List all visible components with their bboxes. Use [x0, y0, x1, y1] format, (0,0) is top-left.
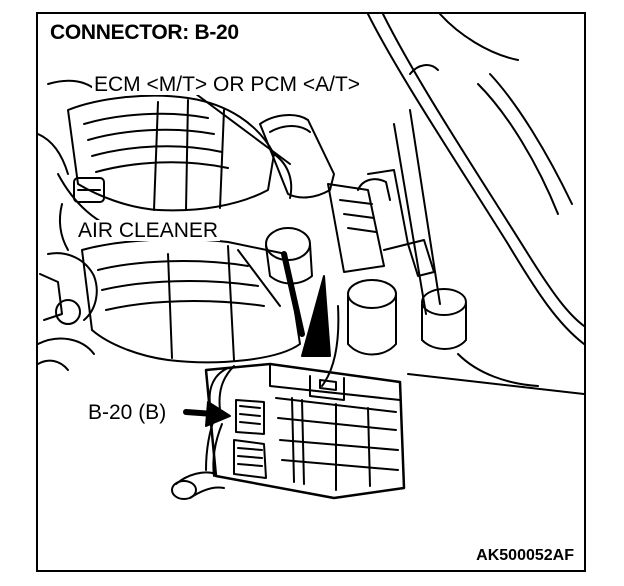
air-cleaner-leader-line: [237, 249, 281, 307]
connector-b20-label: B-20 (B): [88, 401, 167, 424]
connector-title: CONNECTOR: B-20: [50, 21, 239, 44]
figure-code: AK500052AF: [476, 547, 574, 564]
callout-arrow: [301, 275, 331, 357]
air-cleaner-label: AIR CLEANER: [76, 219, 221, 242]
right-side-components: [321, 239, 584, 395]
ecm-pcm-label: ECM <M/T> OR PCM <A/T>: [92, 73, 363, 96]
left-engine-parts: [38, 177, 105, 371]
fender-panel: [367, 14, 584, 345]
engine-bay-illustration: [38, 14, 584, 500]
b20-pointer-arrow: [183, 401, 231, 427]
diagram-frame: CONNECTOR: B-20 ECM <M/T> OR PCM <A/T> A…: [36, 12, 586, 572]
connector-b20-detail: [171, 362, 406, 500]
ecm-leader-line: [195, 93, 291, 165]
air-cleaner-housing: [81, 227, 313, 364]
ecm-in-bay: [259, 114, 409, 273]
